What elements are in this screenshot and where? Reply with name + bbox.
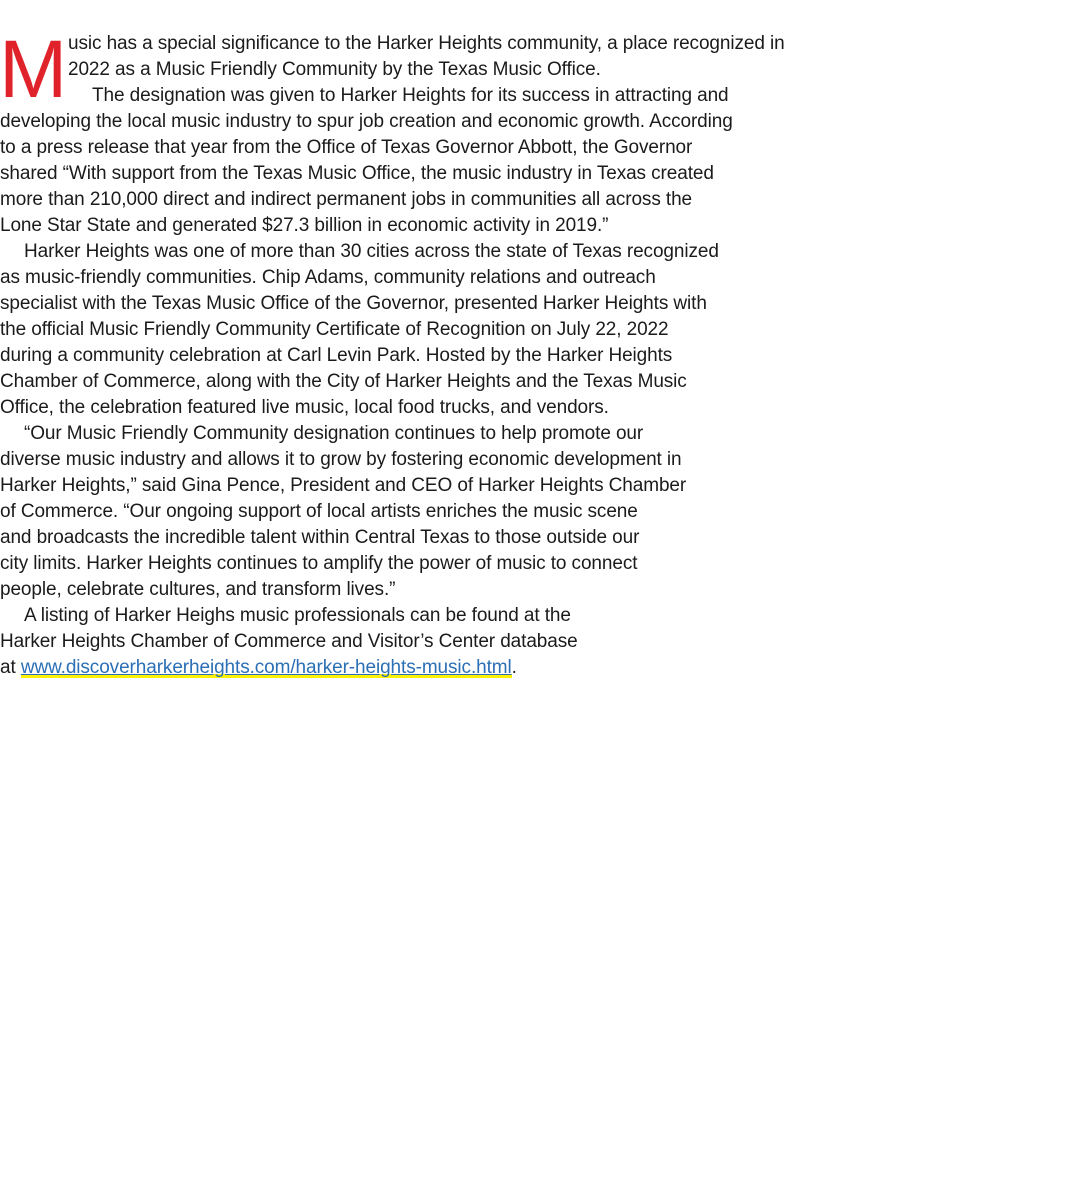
link-line: at www.discoverharkerheights.com/harker-… <box>0 655 1080 681</box>
drop-cap: M <box>0 24 67 115</box>
text-line: “Our Music Friendly Community designatio… <box>24 423 644 444</box>
text-line: Chamber of Commerce, along with the City… <box>0 371 687 392</box>
text-line: Harker Heights,” said Gina Pence, Presid… <box>0 475 687 496</box>
text-line: A listing of Harker Heighs music profess… <box>24 605 571 626</box>
text-line: The designation was given to Harker Heig… <box>92 85 729 106</box>
text-line: and broadcasts the incredible talent wit… <box>0 527 640 548</box>
text-line: more than 210,000 direct and indirect pe… <box>0 189 693 210</box>
text-line: to a press release that year from the Of… <box>0 137 693 158</box>
text-line: Office, the celebration featured live mu… <box>0 397 609 418</box>
text-line: of Commerce. “Our ongoing support of loc… <box>0 501 638 522</box>
text-line: the official Music Friendly Community Ce… <box>0 319 669 340</box>
text-line: Lone Star State and generated $27.3 bill… <box>0 215 609 236</box>
text-line: diverse music industry and allows it to … <box>0 449 682 470</box>
text-line: usic has a special significance to the H… <box>68 33 785 54</box>
article-body: M usic has a special significance to the… <box>0 29 1080 681</box>
text-line: specialist with the Texas Music Office o… <box>0 293 707 314</box>
music-directory-link[interactable]: www.discoverharkerheights.com/harker-hei… <box>20 657 512 678</box>
text-line: shared “With support from the Texas Musi… <box>0 163 714 184</box>
text-line: as music-friendly communities. Chip Adam… <box>0 267 656 288</box>
link-suffix: . <box>511 657 517 678</box>
text-line: during a community celebration at Carl L… <box>0 345 673 366</box>
link-prefix: at <box>0 657 21 678</box>
text-line: Harker Heights Chamber of Commerce and V… <box>0 631 578 652</box>
text-line: people, celebrate cultures, and transfor… <box>0 579 396 600</box>
text-line: 2022 as a Music Friendly Community by th… <box>68 59 601 80</box>
text-line: city limits. Harker Heights continues to… <box>0 553 638 574</box>
text-line: developing the local music industry to s… <box>0 111 733 132</box>
text-line: Harker Heights was one of more than 30 c… <box>24 241 719 262</box>
opening-paragraph: M usic has a special significance to the… <box>0 29 1080 111</box>
